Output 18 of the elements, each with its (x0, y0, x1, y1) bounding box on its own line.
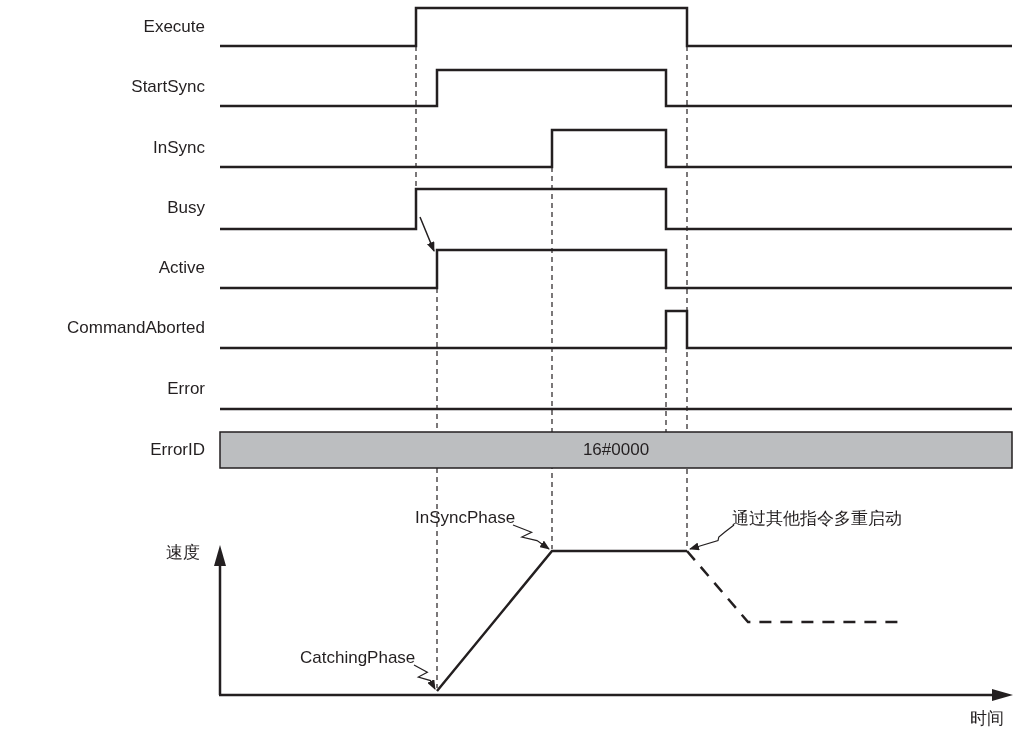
annotation-text: InSyncPhase (415, 508, 516, 528)
leader-line (413, 664, 436, 690)
value-label: 16#0000 (582, 440, 650, 460)
signal-name: Execute (143, 17, 205, 37)
signal-name: ErrorID (150, 440, 205, 460)
signal-name: InSync (153, 138, 205, 158)
signal-name: CommandAborted (67, 318, 205, 338)
signal-name: Active (158, 258, 205, 278)
annotation-text: 通过其他指令多重启动 (732, 506, 902, 530)
axis-label: 速度 (166, 541, 200, 564)
axis-label: 时间 (970, 707, 1004, 730)
signal-name: Busy (167, 198, 205, 218)
signal-name: StartSync (131, 77, 205, 97)
leader-line (512, 524, 550, 550)
annotation-text: CatchingPhase (300, 648, 416, 668)
leader-line (689, 524, 735, 551)
signal-name: Error (167, 379, 205, 399)
speed-curve (436, 549, 687, 692)
